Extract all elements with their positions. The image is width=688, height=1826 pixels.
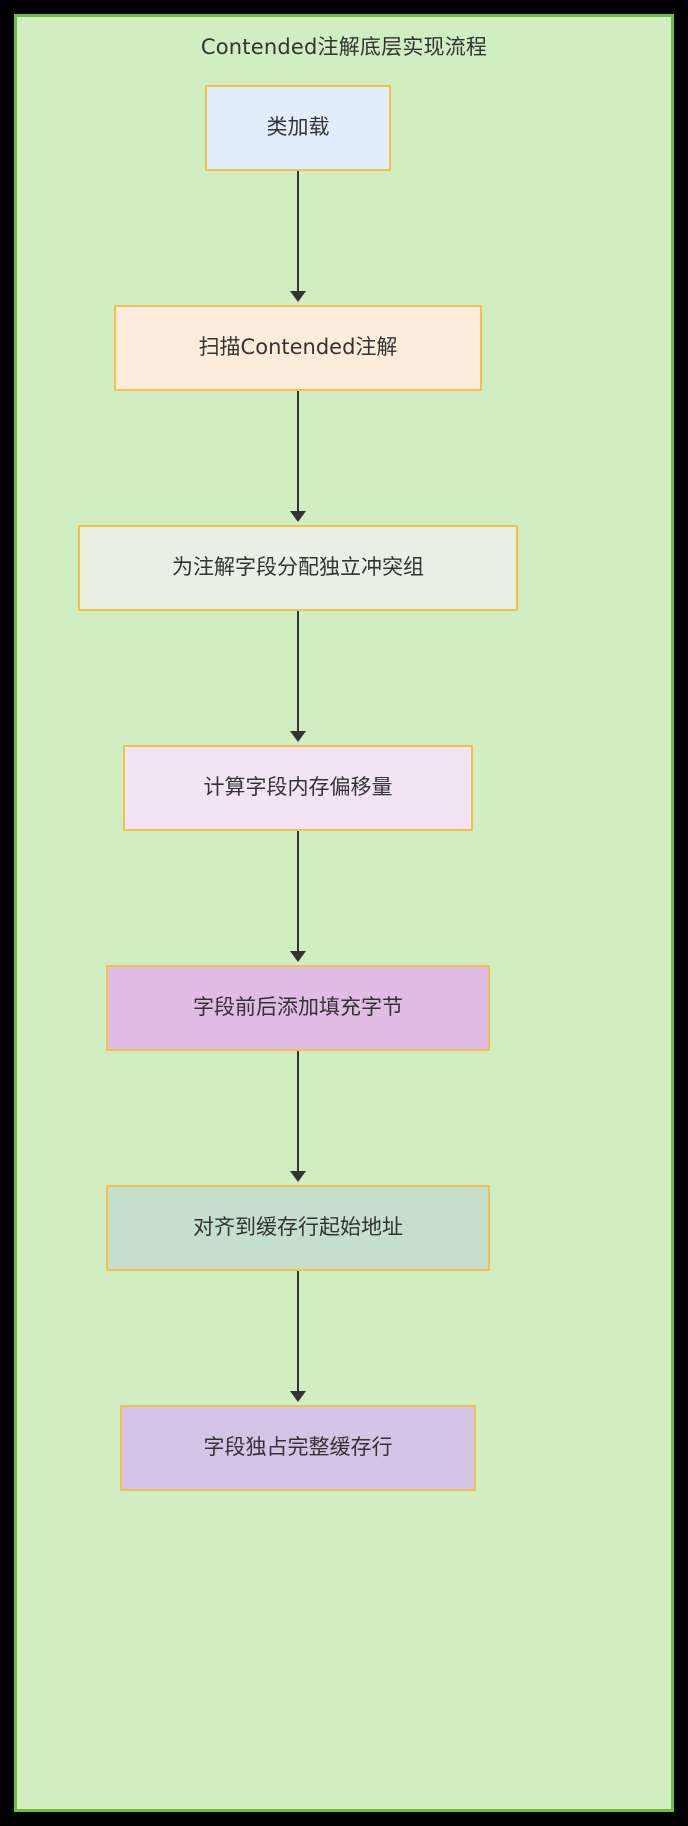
diagram-canvas: Contended注解底层实现流程 类加载 扫描Contended注解 为注解字… [17, 17, 671, 1809]
flow-node-assign-conflict-group[interactable]: 为注解字段分配独立冲突组 [78, 525, 518, 611]
arrowhead-n3-n4 [290, 731, 306, 742]
diagram-panel: Contended注解底层实现流程 类加载 扫描Contended注解 为注解字… [14, 14, 674, 1812]
flow-node-label: 字段前后添加填充字节 [193, 995, 403, 1020]
edge-n6-n7 [297, 1271, 299, 1391]
arrowhead-n1-n2 [290, 291, 306, 302]
arrowhead-n6-n7 [290, 1391, 306, 1402]
flow-node-align-cacheline[interactable]: 对齐到缓存行起始地址 [106, 1185, 490, 1271]
edge-n5-n6 [297, 1051, 299, 1171]
flow-node-compute-offset[interactable]: 计算字段内存偏移量 [123, 745, 473, 831]
flow-node-label: 为注解字段分配独立冲突组 [172, 555, 424, 580]
flow-node-label: 计算字段内存偏移量 [203, 775, 393, 800]
flow-node-label: 类加载 [266, 115, 330, 140]
flow-node-label: 扫描Contended注解 [198, 335, 398, 360]
flow-node-exclusive-cacheline[interactable]: 字段独占完整缓存行 [120, 1405, 476, 1491]
edge-n2-n3 [297, 391, 299, 511]
page-title: Contended注解底层实现流程 [200, 35, 488, 59]
edge-n4-n5 [297, 831, 299, 951]
flow-node-scan-annotation[interactable]: 扫描Contended注解 [114, 305, 482, 391]
edge-n1-n2 [297, 171, 299, 291]
edge-n3-n4 [297, 611, 299, 731]
flow-node-add-padding[interactable]: 字段前后添加填充字节 [106, 965, 490, 1051]
flow-node-class-loading[interactable]: 类加载 [205, 85, 391, 171]
flow-node-label: 对齐到缓存行起始地址 [193, 1215, 403, 1240]
arrowhead-n4-n5 [290, 951, 306, 962]
arrowhead-n5-n6 [290, 1171, 306, 1182]
flow-node-label: 字段独占完整缓存行 [203, 1435, 393, 1460]
arrowhead-n2-n3 [290, 511, 306, 522]
